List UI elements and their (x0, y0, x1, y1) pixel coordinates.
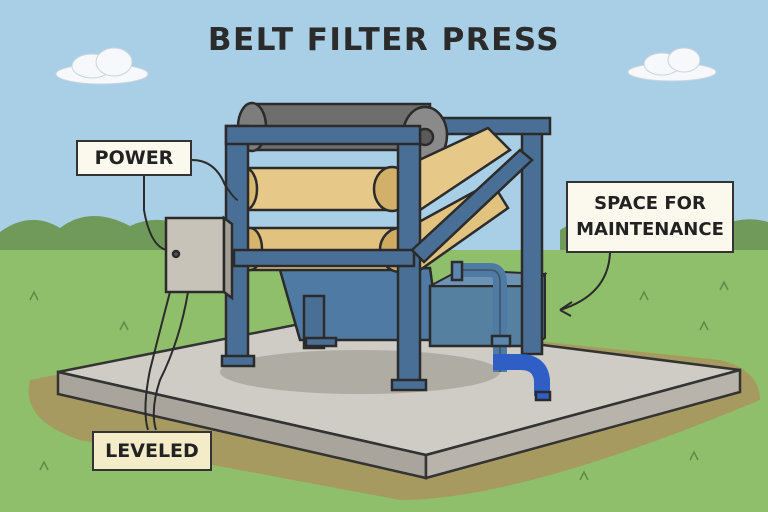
leveled-callout: LEVELED (92, 431, 212, 471)
maintenance-arrow (559, 252, 611, 317)
power-cables (143, 159, 239, 431)
electrical-box (164, 215, 234, 301)
space-label-line2: MAINTENANCE (576, 219, 724, 240)
grass-tufts (29, 280, 729, 481)
power-label: POWER (94, 147, 174, 169)
frame-back (302, 116, 552, 356)
page-title: BELT FILTER PRESS (207, 22, 561, 58)
maintenance-space-callout: SPACE FOR MAINTENANCE (566, 181, 734, 253)
space-label-line1: SPACE FOR (594, 193, 706, 214)
power-callout: POWER (76, 140, 192, 176)
cloud-right (627, 47, 717, 82)
cloud-left (55, 47, 149, 85)
frame-front (220, 124, 534, 392)
leveled-label: LEVELED (105, 440, 199, 462)
water-pipe (450, 260, 552, 402)
machine-shadow (220, 350, 500, 394)
